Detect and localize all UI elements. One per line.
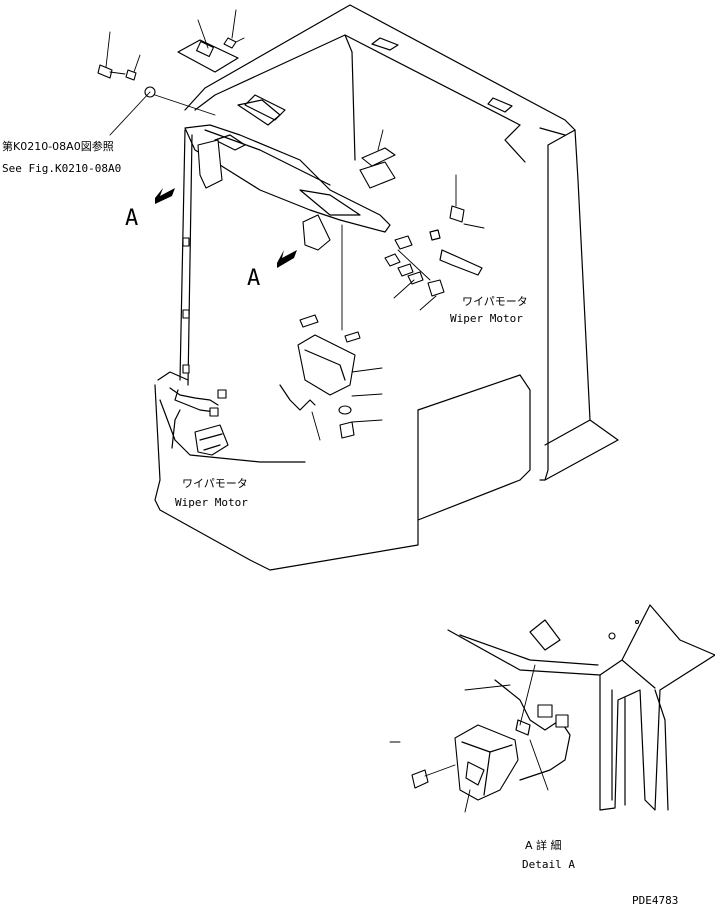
view-arrow-left-icon bbox=[155, 188, 175, 204]
lower-center-parts bbox=[279, 224, 383, 441]
detail-label-ja: A 詳 細 bbox=[525, 838, 562, 852]
ref-label-en: See Fig.K0210-08A0 bbox=[2, 162, 121, 175]
wiper-motor-right-en: Wiper Motor bbox=[450, 312, 523, 325]
wiper-motor-left-ja: ワイパモータ bbox=[182, 477, 248, 490]
detail-label-en: Detail A bbox=[522, 858, 575, 871]
ref-label-ja: 第K0210-08A0図参照 bbox=[2, 139, 114, 153]
view-arrow-center-icon bbox=[277, 250, 297, 268]
center-wiper-bracket bbox=[197, 129, 396, 251]
wiper-motor-right-ja: ワイパモータ bbox=[462, 295, 528, 308]
view-a-center-label: A bbox=[247, 266, 260, 291]
detail-a bbox=[389, 604, 715, 813]
view-arrows bbox=[155, 188, 297, 268]
drawing-code: PDE4783 bbox=[632, 894, 678, 907]
cab-body bbox=[154, 4, 619, 571]
wiper-motor-left-en: Wiper Motor bbox=[175, 496, 248, 509]
labels: 第K0210-08A0図参照 See Fig.K0210-08A0 A A ワイ… bbox=[2, 139, 678, 907]
view-a-left-label: A bbox=[125, 206, 138, 231]
top-brackets bbox=[97, 9, 245, 136]
left-wiper-parts bbox=[169, 387, 229, 456]
right-wiper-parts bbox=[384, 174, 485, 311]
